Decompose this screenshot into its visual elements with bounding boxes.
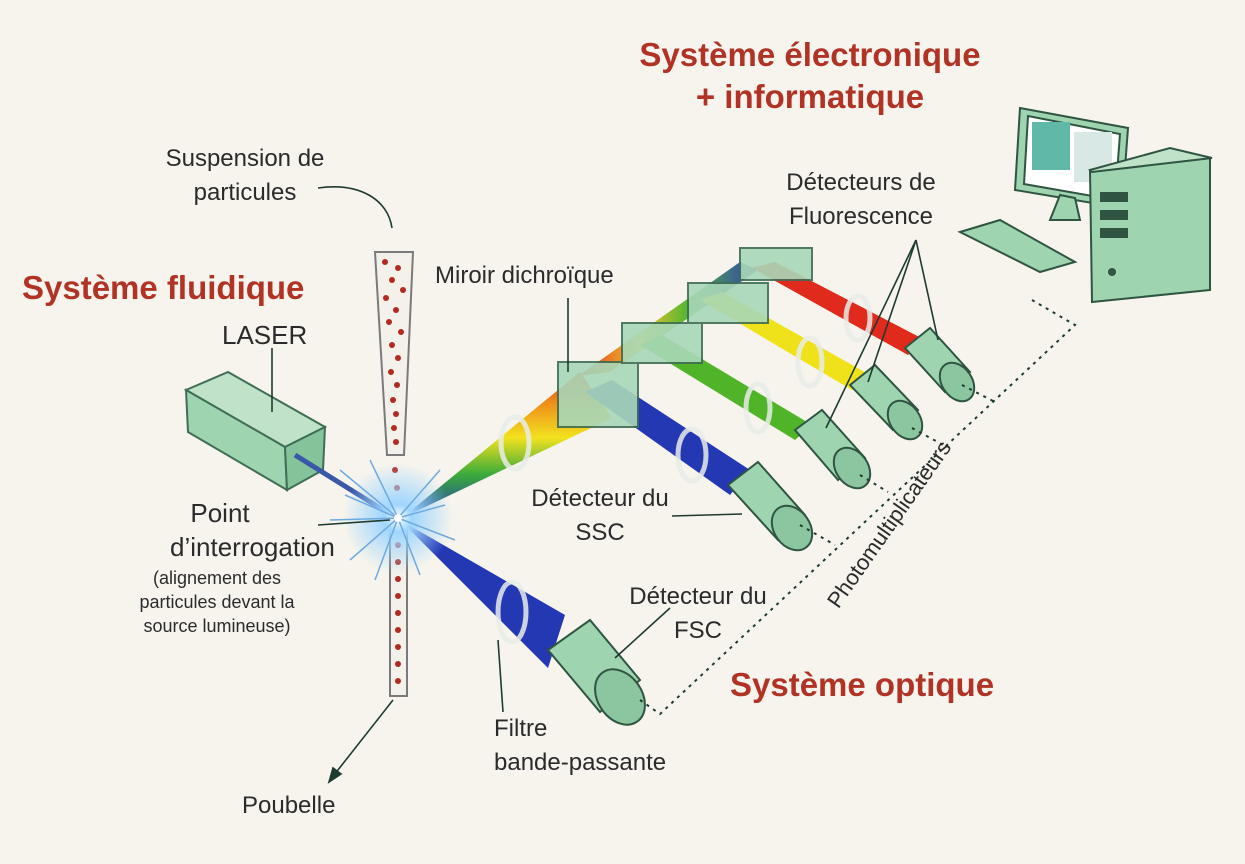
ssc-line1: Détecteur du: [531, 485, 669, 512]
title-optical-system: Système optique: [730, 666, 995, 703]
label-interrogation-point: Point d’interrogation: [150, 496, 335, 564]
interrogation-burst: [329, 459, 456, 581]
label-particle-suspension: Suspension de particules: [130, 142, 360, 210]
point-line2: d’interrogation: [170, 532, 335, 562]
label-fsc-detector: Détecteur du FSC: [608, 580, 788, 648]
bandpass-filters: [495, 293, 873, 645]
detector-fluo-red: [903, 326, 976, 403]
leader-lines: [271, 186, 939, 784]
detector-fluo-yellow: [848, 363, 924, 441]
label-dichroic-mirror: Miroir dichroïque: [435, 262, 614, 289]
laser-box: [183, 370, 328, 492]
label-fluorescence-detectors: Détecteurs de Fluorescence: [755, 166, 967, 234]
point-note-line1: (alignement des: [152, 568, 282, 588]
signal-lines: [639, 299, 1077, 716]
point-note-line3: source lumineuse): [143, 616, 291, 636]
title-electronic-line2: + informatique: [695, 78, 925, 115]
filter-line1: Filtre: [494, 715, 548, 742]
label-interrogation-note: (alignement des particules devant la sou…: [112, 566, 322, 638]
label-waste: Poubelle: [242, 792, 336, 819]
suspension-line2: particules: [193, 179, 297, 206]
fluo-line1: Détecteurs de: [786, 169, 936, 196]
label-bandpass-filter: Filtre bande-passante: [494, 712, 666, 780]
detector-fsc: [546, 618, 646, 726]
suspension-line1: Suspension de: [165, 145, 325, 172]
detector-ssc: [726, 460, 814, 552]
computer: [957, 106, 1213, 304]
filter-line2: bande-passante: [494, 749, 667, 776]
title-fluidic-system: Système fluidique: [22, 269, 305, 306]
fsc-line2: FSC: [674, 617, 722, 644]
title-electronic-system: Système électronique + informatique: [606, 34, 1014, 118]
dichroic-mirrors: [557, 247, 813, 428]
label-laser: LASER: [222, 320, 308, 350]
detector-fluo-green: [793, 408, 872, 490]
point-note-line2: particules devant la: [139, 592, 295, 612]
fluo-line2: Fluorescence: [788, 203, 934, 230]
label-ssc-detector: Détecteur du SSC: [510, 482, 690, 550]
ssc-line2: SSC: [575, 519, 625, 546]
fsc-line1: Détecteur du: [629, 583, 767, 610]
point-line1: Point: [190, 498, 250, 528]
title-electronic-line1: Système électronique: [639, 36, 981, 73]
